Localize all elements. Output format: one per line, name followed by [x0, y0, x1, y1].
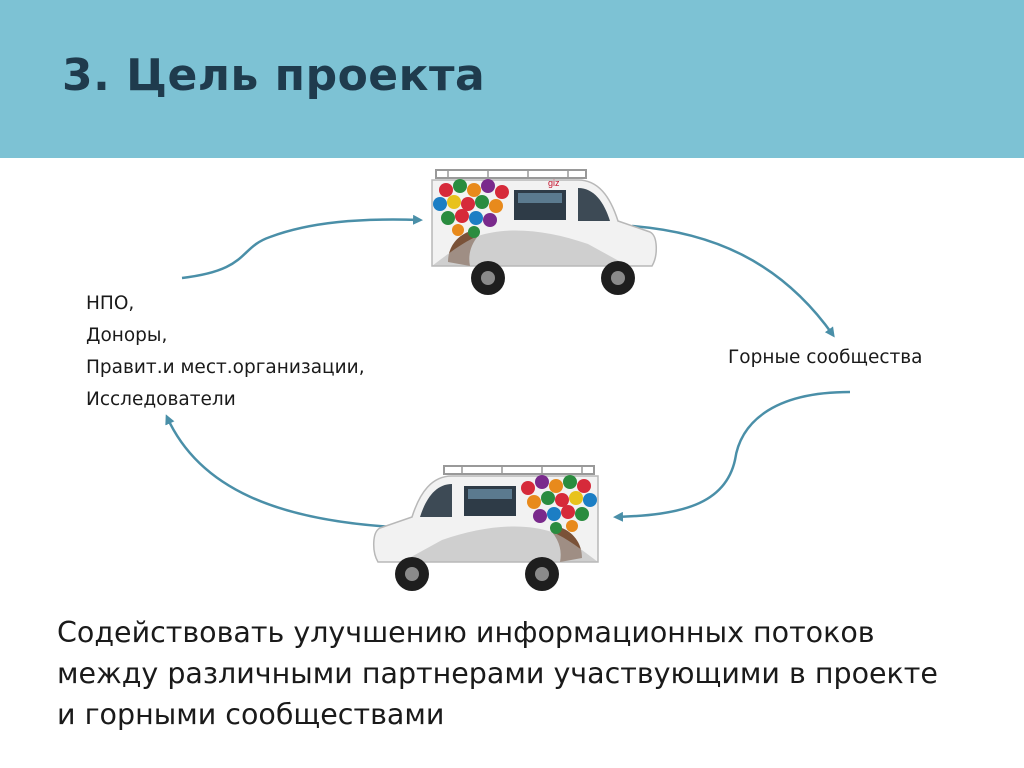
van-top-image: giz [431, 169, 657, 295]
slide-title: 3. Цель проекта [62, 50, 486, 101]
goal-line-1: Содействовать улучшению информационных п… [57, 616, 875, 649]
header-band [0, 0, 1024, 158]
stakeholder-researchers: Исследователи [86, 389, 236, 410]
van-bottom-image [373, 465, 599, 591]
stakeholders-list: НПО, Доноры, Правит.и мест.организации, … [86, 288, 365, 416]
goal-line-3: и горными сообществами [57, 698, 445, 731]
arrow-communities-to-van-bottom [613, 390, 851, 522]
goal-line-2: между различными партнерами участвующими… [57, 657, 938, 690]
communities-label: Горные сообщества [728, 347, 923, 368]
svg-text:giz: giz [548, 178, 560, 188]
arrow-van-bottom-to-stakeholders [165, 414, 394, 529]
goal-statement: Содействовать улучшению информационных п… [57, 612, 997, 735]
stakeholder-government: Правит.и мест.организации, [86, 357, 365, 378]
arrow-van-top-to-communities [631, 224, 835, 338]
stakeholder-donors: Доноры, [86, 325, 168, 346]
arrow-stakeholders-to-van-top [181, 214, 423, 280]
stakeholder-ngo: НПО, [86, 293, 135, 314]
